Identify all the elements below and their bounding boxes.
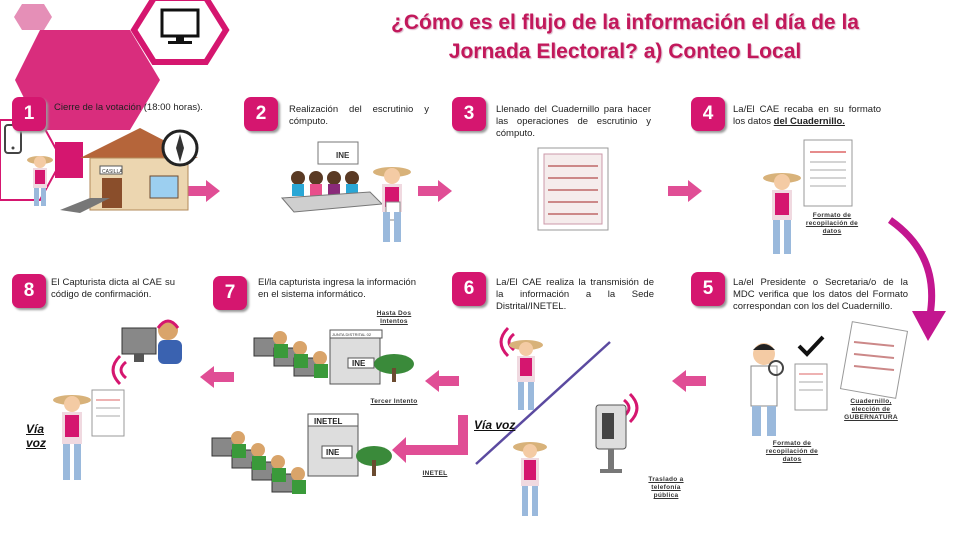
step-4-text-a: La/El CAE recaba en su formato los datos [733, 104, 881, 127]
step-5-badge: 5 [691, 272, 725, 306]
cae-person-6b [513, 442, 547, 516]
payphone-icon [595, 404, 627, 473]
president-person [750, 343, 784, 436]
arrow-left-2 [425, 370, 459, 392]
capturista-headset [121, 319, 182, 364]
cae-person-2 [373, 167, 411, 242]
signal-waves-icon-3 [111, 354, 127, 386]
cae-person-8 [53, 395, 91, 480]
step-7-badge: 7 [213, 276, 247, 310]
arrow-right-3 [668, 180, 702, 202]
via-voz-label-2: Vía voz [474, 418, 516, 432]
counting-table-illustration: INE [280, 141, 384, 213]
signal-waves-icon-1 [499, 326, 515, 358]
hexagon-large [15, 30, 160, 130]
step-4-text: La/El CAE recaba en su formato los datos… [733, 104, 881, 128]
cuadernillo-sheet-illustration [839, 321, 909, 399]
step-6-badge: 6 [452, 272, 486, 306]
title-line-1: ¿Cómo es el flujo de la información el d… [391, 11, 859, 34]
arrow-left-3 [200, 366, 234, 388]
casilla-sign: CASILLA [102, 169, 123, 175]
checkmark-icon [797, 335, 825, 357]
hasta-dos-label: Hasta Dos Intentos [376, 310, 412, 325]
format-sheet-illustration-1 [803, 139, 853, 207]
arrow-right-1 [186, 180, 220, 202]
curved-arrow [887, 217, 946, 341]
cuadernillo-label: Cuadernillo, elección de GUBERNATURA [844, 398, 898, 421]
via-voz-label-1: Vía voz [26, 422, 47, 450]
format-sheet-illustration-2 [794, 363, 828, 411]
cae-person-4 [763, 173, 801, 254]
format-sheet-illustration-3 [91, 389, 125, 437]
step-6-text: La/El CAE realiza la transmisión de la i… [496, 277, 654, 312]
tercer-intento-label: Tercer Intento [370, 398, 418, 405]
ine-sign: INE [336, 151, 350, 160]
formato-label-1: Formato de recopilación de datos [805, 212, 859, 235]
page-title: ¿Cómo es el flujo de la información el d… [300, 8, 950, 66]
junta-sign: JUNTA DISTRITAL 02 [332, 332, 372, 337]
hexagon-small [14, 4, 52, 30]
cuadernillo-illustration [537, 147, 609, 231]
step-8-text: El Capturista dicta al CAE su código de … [51, 277, 175, 300]
capturistas-group-2 [211, 431, 306, 494]
step-7-text: El/la capturista ingresa la información … [258, 277, 416, 300]
inetel-building: INETEL INE [307, 413, 392, 477]
step-5-text: La/el Presidente o Secretaria/o de la MD… [733, 277, 908, 312]
formato-label-2: Formato de recopilación de datos [765, 440, 819, 463]
decorative-hexagons [0, 4, 160, 201]
traslado-label: Traslado a telefonía pública [648, 476, 684, 499]
step-3-text: Llenado del Cuadernillo para hacer las o… [496, 104, 651, 139]
step-2-text: Realización del escrutinio y cómputo. [289, 104, 429, 127]
arrow-elbow [392, 415, 468, 463]
step-8-badge: 8 [12, 274, 46, 308]
monitor-icon [130, 0, 230, 65]
step-3-badge: 3 [452, 97, 486, 131]
arrow-right-2 [418, 180, 452, 202]
cae-person-1 [27, 156, 53, 206]
inetel-label: INETEL [422, 470, 448, 477]
junta-ine-sign: INE [352, 359, 366, 368]
step-2-badge: 2 [244, 97, 278, 131]
step-4-badge: 4 [691, 97, 725, 131]
capturistas-group-1 [253, 331, 328, 378]
inetel-ine-sign: INE [326, 448, 340, 457]
inetel-sign: INETEL [314, 417, 343, 426]
step-4-text-b: del Cuadernillo. [773, 116, 845, 127]
cae-person-6a [509, 340, 543, 410]
arrow-left-1 [672, 370, 706, 392]
title-line-2: Jornada Electoral? a) Conteo Local [448, 40, 802, 63]
step-1-badge: 1 [12, 97, 46, 131]
diagonal-divider [475, 341, 611, 465]
step-1-text: Cierre de la votación (18:00 horas). [54, 102, 203, 113]
junta-building: JUNTA DISTRITAL 02 INE [329, 329, 414, 385]
compass-icon [161, 129, 199, 167]
